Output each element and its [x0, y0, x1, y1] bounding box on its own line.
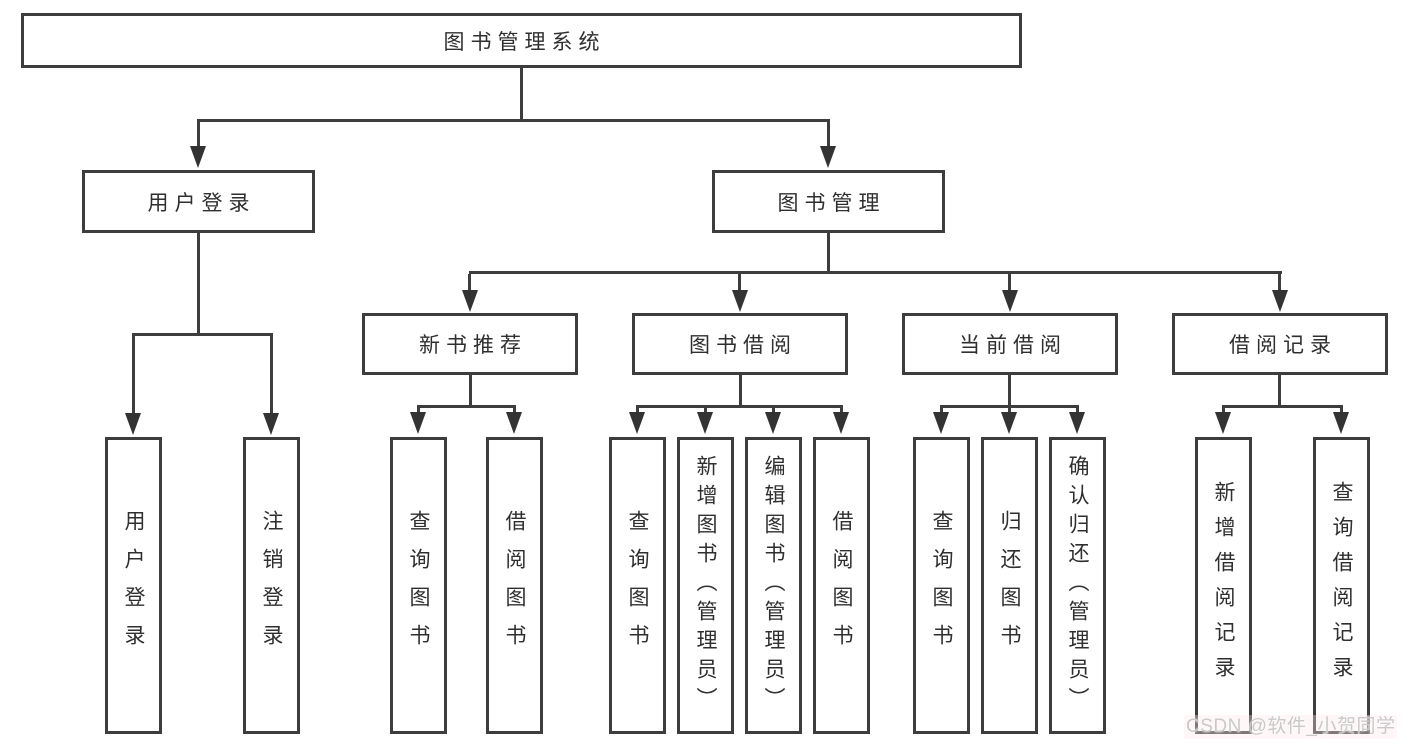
leaf-bb-borrow-books: 借阅图书 [813, 437, 870, 734]
node-book-borrowing-label: 图书借阅 [689, 334, 797, 357]
connector-stem [739, 375, 742, 408]
node-new-book-recommend: 新书推荐 [362, 313, 578, 375]
node-user-login-label: 用户登录 [147, 191, 256, 215]
connector-drop [270, 336, 273, 415]
arrow-down-icon [732, 290, 748, 312]
leaf-cb-return-books-label: 归还图书 [998, 509, 1021, 662]
connector-bar [417, 405, 516, 408]
leaf-user-login: 用户登录 [105, 437, 162, 734]
node-root-system: 图书管理系统 [21, 13, 1022, 68]
connector-drop [1008, 274, 1011, 292]
connector-bar [1222, 405, 1343, 408]
arrow-down-icon [410, 412, 426, 434]
leaf-nb-query-books-label: 查询图书 [407, 509, 430, 662]
leaf-cb-return-books: 归还图书 [981, 437, 1038, 734]
node-root-label: 图书管理系统 [443, 30, 606, 54]
connector-mgmt-stem [827, 233, 830, 274]
connector-drop [827, 121, 830, 148]
leaf-bb-edit-books-admin-label: 编辑图书（管理员） [762, 455, 785, 716]
node-book-borrowing: 图书借阅 [632, 313, 848, 375]
connector-drop [704, 405, 707, 415]
arrow-down-icon [765, 412, 781, 434]
connector-stem [1278, 375, 1281, 408]
leaf-nb-borrow-books-label: 借阅图书 [503, 509, 526, 662]
arrow-down-icon [933, 412, 949, 434]
connector-drop [1340, 405, 1343, 415]
leaf-cb-confirm-return-admin-label: 确认归还（管理员） [1066, 455, 1089, 716]
connector-drop [417, 405, 420, 415]
connector-drop [1278, 274, 1281, 292]
leaf-bb-edit-books-admin: 编辑图书（管理员） [745, 437, 802, 734]
connector-root-bar [197, 119, 830, 122]
connector-drop [772, 405, 775, 415]
connector-drop [840, 405, 843, 415]
leaf-br-query-record: 查询借阅记录 [1313, 437, 1370, 734]
leaf-cb-confirm-return-admin: 确认归还（管理员） [1049, 437, 1106, 734]
node-current-borrowing-label: 当前借阅 [959, 334, 1067, 357]
arrow-down-icon [190, 146, 206, 168]
connector-drop [1222, 405, 1225, 415]
connector-drop [468, 274, 471, 292]
node-book-management-label: 图书管理 [777, 191, 886, 215]
arrow-down-icon [1272, 290, 1288, 312]
leaf-user-login-label: 用户登录 [122, 509, 145, 662]
arrow-down-icon [1002, 290, 1018, 312]
connector-bar [636, 405, 843, 408]
leaf-bb-add-books-admin-label: 新增图书（管理员） [694, 455, 717, 716]
leaf-logout-label: 注销登录 [260, 509, 283, 662]
connector-drop [636, 405, 639, 415]
arrow-down-icon [506, 412, 522, 434]
arrow-down-icon [1333, 412, 1349, 434]
leaf-nb-query-books: 查询图书 [390, 437, 447, 734]
node-new-book-recommend-label: 新书推荐 [419, 334, 527, 357]
connector-login-bar [132, 333, 273, 336]
arrow-down-icon [263, 413, 279, 435]
leaf-bb-query-books: 查询图书 [609, 437, 666, 734]
arrow-down-icon [1001, 412, 1017, 434]
arrow-down-icon [1215, 412, 1231, 434]
leaf-br-add-record-label: 新增借阅记录 [1212, 480, 1235, 691]
node-current-borrowing: 当前借阅 [902, 313, 1118, 375]
arrow-down-icon [462, 290, 478, 312]
leaf-bb-borrow-books-label: 借阅图书 [830, 509, 853, 662]
connector-login-stem [197, 233, 200, 336]
connector-drop [1008, 405, 1011, 415]
leaf-bb-query-books-label: 查询图书 [626, 509, 649, 662]
leaf-br-add-record: 新增借阅记录 [1195, 437, 1252, 734]
node-borrowing-records-label: 借阅记录 [1229, 334, 1337, 357]
node-borrowing-records: 借阅记录 [1172, 313, 1388, 375]
connector-drop [940, 405, 943, 415]
leaf-logout: 注销登录 [243, 437, 300, 734]
csdn-watermark: CSDN @软件_小贺同学 [1184, 715, 1398, 739]
leaf-bb-add-books-admin: 新增图书（管理员） [677, 437, 734, 734]
connector-drop [197, 121, 200, 148]
connector-drop [513, 405, 516, 415]
connector-stem [469, 375, 472, 408]
arrow-down-icon [1069, 412, 1085, 434]
arrow-down-icon [697, 412, 713, 434]
leaf-br-query-record-label: 查询借阅记录 [1330, 480, 1353, 691]
arrow-down-icon [820, 146, 836, 168]
leaf-cb-query-books: 查询图书 [913, 437, 970, 734]
connector-drop [1076, 405, 1079, 415]
connector-mgmt-bar [469, 271, 1282, 274]
arrow-down-icon [125, 413, 141, 435]
leaf-cb-query-books-label: 查询图书 [930, 509, 953, 662]
leaf-nb-borrow-books: 借阅图书 [486, 437, 543, 734]
connector-stem [1008, 375, 1011, 408]
connector-drop [132, 336, 135, 415]
connector-root-stem [520, 68, 523, 121]
node-book-management: 图书管理 [712, 170, 945, 233]
arrow-down-icon [833, 412, 849, 434]
arrow-down-icon [629, 412, 645, 434]
node-user-login: 用户登录 [82, 170, 315, 233]
connector-drop [738, 274, 741, 292]
